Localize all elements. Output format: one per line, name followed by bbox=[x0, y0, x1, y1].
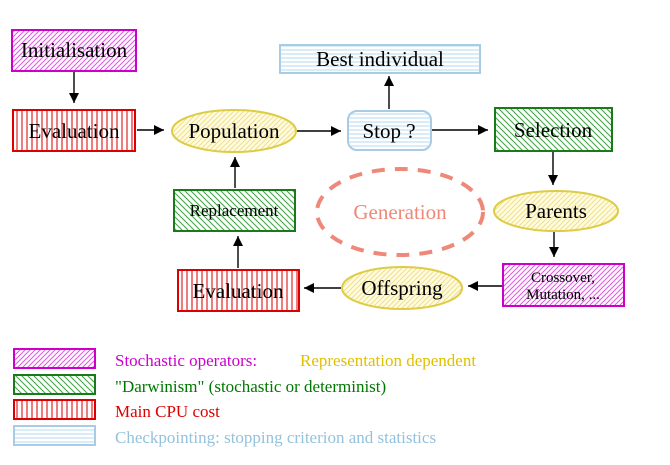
selection-box bbox=[494, 107, 613, 152]
node-best-individual: Best individual bbox=[279, 44, 481, 74]
node-stop: Stop ? bbox=[347, 110, 432, 151]
stop-label: Stop ? bbox=[362, 119, 415, 143]
evaluation-bottom-label: Evaluation bbox=[193, 279, 284, 303]
initialisation-box bbox=[11, 29, 137, 72]
legend-swatch-checkpointing bbox=[13, 425, 96, 446]
offspring-ellipse bbox=[341, 266, 463, 310]
best-individual-box bbox=[279, 44, 481, 74]
node-population: Population bbox=[171, 109, 297, 153]
node-selection: Selection bbox=[494, 107, 613, 152]
node-evaluation-top: Evaluation bbox=[12, 109, 136, 152]
node-parents: Parents bbox=[493, 190, 619, 232]
generation-label: Generation bbox=[353, 200, 447, 224]
generation-ellipse bbox=[315, 167, 485, 257]
node-replacement: Replacement bbox=[173, 189, 296, 232]
node-initialisation: Initialisation bbox=[11, 29, 137, 72]
legend-swatch-cpu bbox=[13, 399, 96, 420]
parents-label: Parents bbox=[525, 199, 587, 223]
selection-label: Selection bbox=[514, 118, 593, 142]
offspring-label: Offspring bbox=[361, 276, 443, 300]
legend: Stochastic operators:Representation depe… bbox=[13, 348, 476, 447]
legend-swatch-stochastic bbox=[13, 348, 96, 369]
evaluation-top-label: Evaluation bbox=[29, 119, 120, 143]
crossover-mutation-box bbox=[502, 263, 625, 307]
legend-text-stochastic: Stochastic operators:Representation depe… bbox=[115, 351, 476, 370]
legend-swatch-darwinism bbox=[13, 374, 96, 395]
node-crossover-mutation: Crossover, Mutation, ... bbox=[502, 263, 625, 307]
population-ellipse bbox=[171, 109, 297, 153]
node-generation: Generation bbox=[315, 167, 485, 257]
parents-ellipse bbox=[493, 190, 619, 232]
replacement-box bbox=[173, 189, 296, 232]
stop-box bbox=[347, 110, 432, 151]
population-label: Population bbox=[188, 119, 280, 143]
node-evaluation-bottom: Evaluation bbox=[177, 269, 300, 312]
legend-text-cpu: Main CPU cost bbox=[115, 402, 220, 421]
crossover-label: Crossover, bbox=[531, 270, 595, 286]
best-individual-label: Best individual bbox=[316, 47, 444, 71]
evaluation-top-box bbox=[12, 109, 136, 152]
legend-text-darwinism: "Darwinism" (stochastic or determinist) bbox=[115, 377, 386, 396]
legend-text-checkpointing: Checkpointing: stopping criterion and st… bbox=[115, 428, 436, 447]
evaluation-bottom-box bbox=[177, 269, 300, 312]
node-offspring: Offspring bbox=[341, 266, 463, 310]
mutation-label: Mutation, ... bbox=[526, 287, 600, 303]
replacement-label: Replacement bbox=[190, 201, 279, 220]
initialisation-label: Initialisation bbox=[21, 38, 128, 62]
